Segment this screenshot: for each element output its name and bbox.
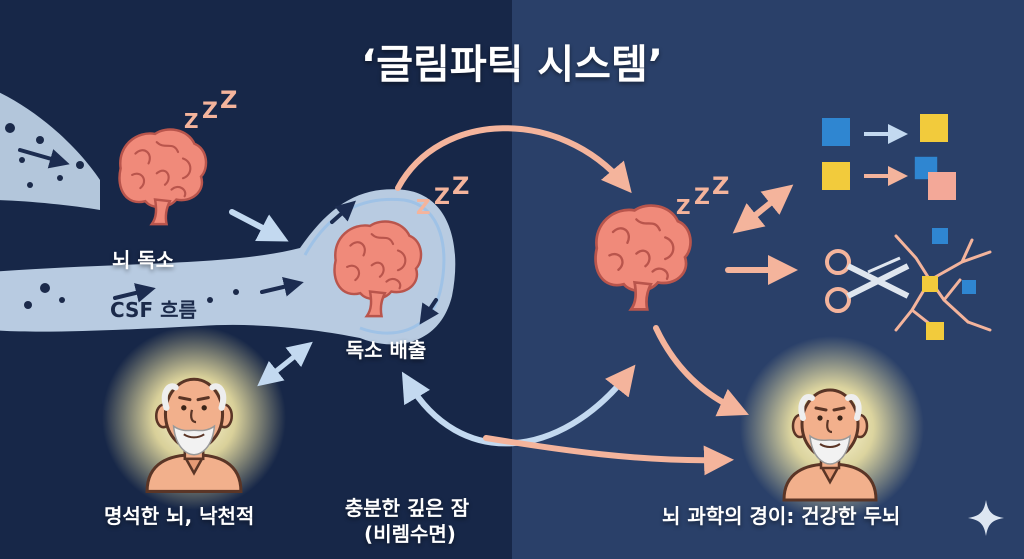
arrow-toxins-to-brain xyxy=(229,209,289,242)
scissors-icon xyxy=(825,249,910,313)
svg-text:Z: Z xyxy=(184,109,199,133)
arrow-man-to-brain xyxy=(257,341,313,387)
svg-text:Z: Z xyxy=(712,172,729,200)
csf-flow-arrows xyxy=(18,148,439,325)
memory-blocks xyxy=(822,114,956,200)
label-toxin-clearance: 독소 배출 xyxy=(345,338,427,362)
svg-text:Z: Z xyxy=(676,195,691,219)
square-icon xyxy=(822,162,850,190)
svg-text:Z: Z xyxy=(220,86,237,114)
svg-text:Z: Z xyxy=(694,185,710,210)
square-icon xyxy=(822,118,850,146)
network-icon xyxy=(894,228,992,340)
label-deep-sleep: 충분한 깊은 잠 xyxy=(344,496,470,520)
svg-text:Z: Z xyxy=(452,172,469,200)
sleep-z-icon: Z Z Z xyxy=(184,86,237,133)
arc-top-arrow xyxy=(395,125,632,194)
sleep-z-icon: Z Z Z xyxy=(676,172,729,219)
label-brain-science: 뇌 과학의 경이: 건강한 두뇌 xyxy=(662,504,901,528)
square-icon xyxy=(928,172,956,200)
square-icon xyxy=(920,114,948,142)
svg-text:Z: Z xyxy=(434,185,450,210)
label-csf-flow: CSF 흐름 xyxy=(110,298,197,322)
label-nrem-sleep: (비렘수면) xyxy=(364,522,456,546)
toxin-particles xyxy=(5,123,239,309)
label-brain-toxins: 뇌 독소 xyxy=(112,248,175,272)
arrow-brain-to-blocks xyxy=(732,184,794,234)
arrow-brain-to-man xyxy=(653,325,749,417)
sleep-z-icon: Z Z Z xyxy=(416,172,469,219)
sparkle-icon xyxy=(968,500,1004,536)
page-title: ‘글림파틱 시스템’ xyxy=(361,42,663,88)
label-clear-mind: 명석한 뇌, 낙천적 xyxy=(104,504,255,528)
svg-text:Z: Z xyxy=(202,99,218,124)
arrow-to-healthy-man xyxy=(483,435,734,476)
svg-text:Z: Z xyxy=(416,195,431,219)
